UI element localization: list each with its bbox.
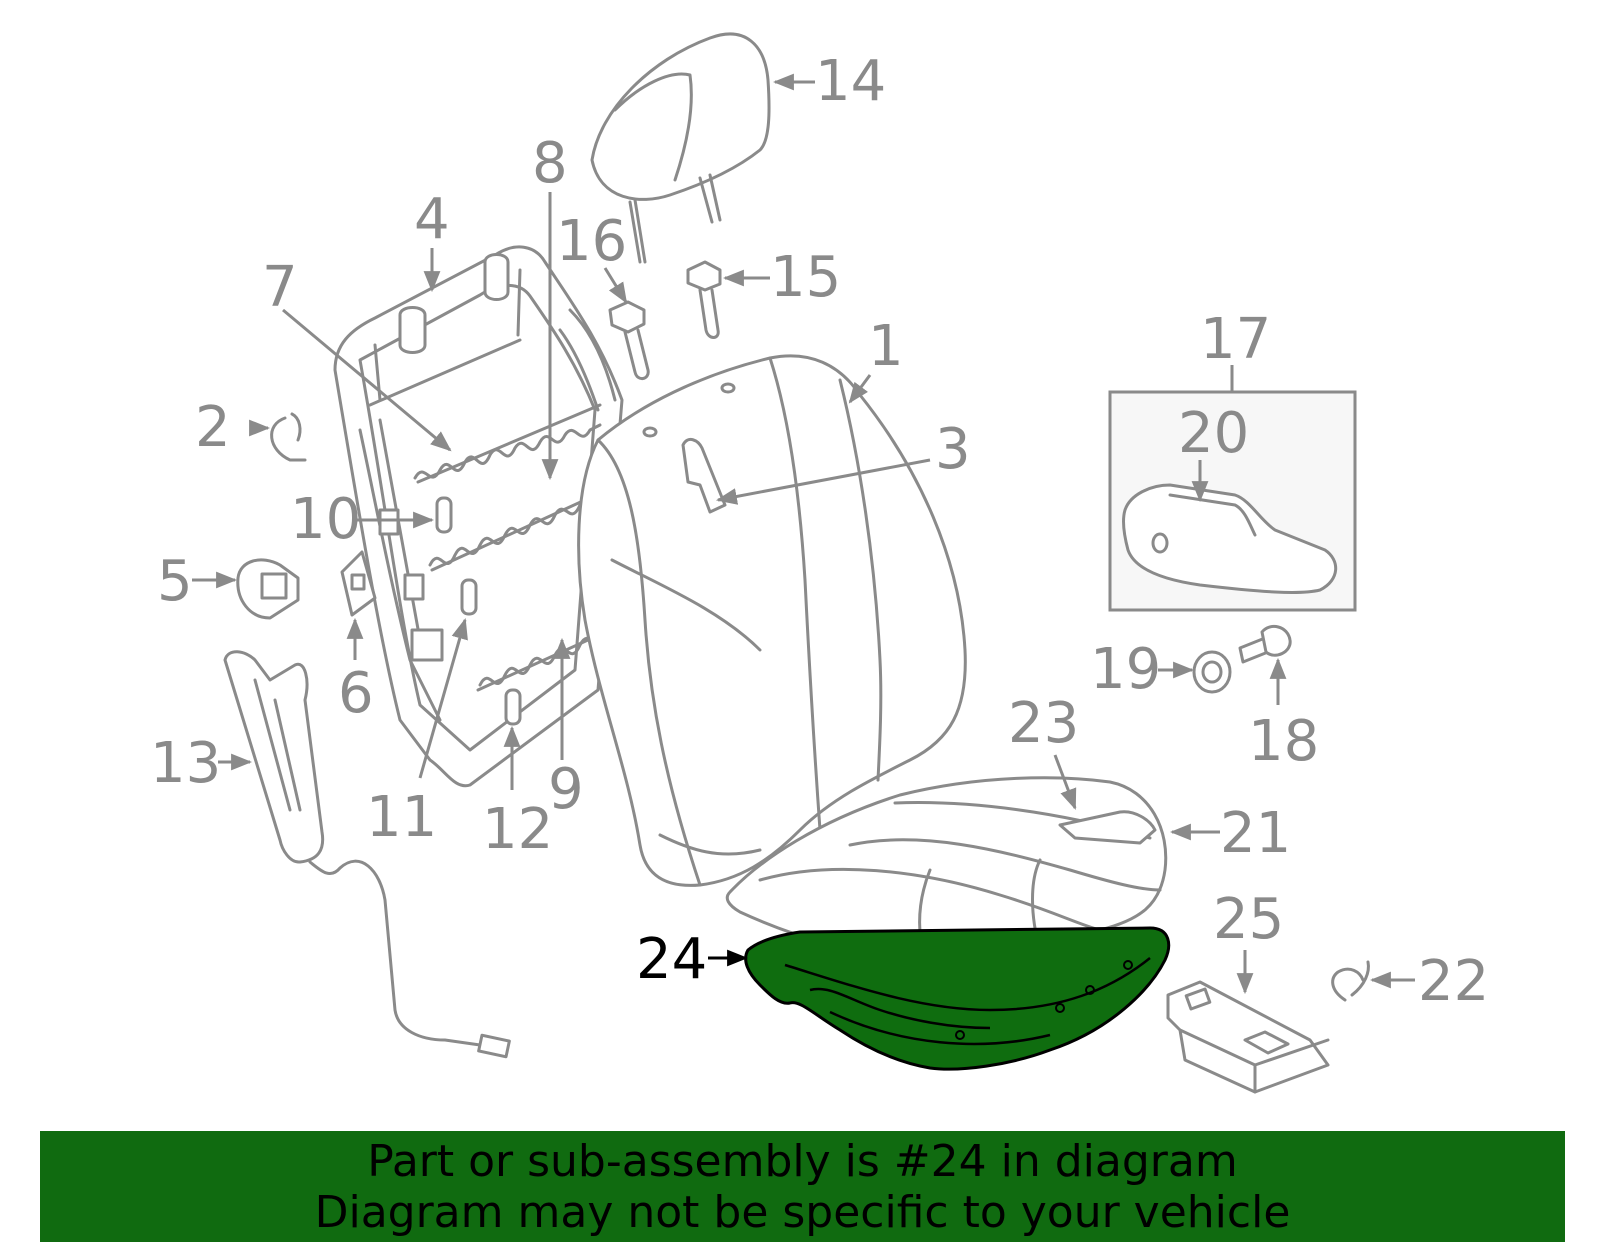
leader-11	[418, 617, 468, 779]
callout-2: 2	[195, 395, 231, 460]
clip-part[interactable]	[270, 412, 307, 462]
callout-9: 9	[548, 757, 584, 822]
cover-plate-part[interactable]	[340, 550, 377, 617]
bolt-part[interactable]	[1238, 624, 1292, 664]
middle-spring-part[interactable]	[428, 498, 587, 572]
washer-part[interactable]	[1192, 650, 1232, 694]
callout-13: 13	[150, 731, 221, 796]
grommet-10-part[interactable]	[435, 496, 453, 534]
banner-line-2: Diagram may not be specific to your vehi…	[314, 1186, 1291, 1238]
callout-23: 23	[1008, 691, 1079, 756]
seat-cushion-pad-part[interactable]	[744, 926, 1171, 1071]
callout-11: 11	[366, 785, 437, 850]
footer-banner: Part or sub-assembly is #24 in diagram D…	[40, 1131, 1565, 1242]
callout-21: 21	[1220, 801, 1291, 866]
seat-back-frame-part[interactable]	[333, 245, 624, 788]
callout-8: 8	[532, 131, 568, 196]
callout-15: 15	[770, 245, 841, 310]
callout-6: 6	[338, 661, 374, 726]
callout-18: 18	[1248, 709, 1319, 774]
control-module-part[interactable]	[1166, 980, 1330, 1094]
leader-1	[848, 374, 872, 404]
callout-22: 22	[1418, 949, 1489, 1014]
callout-1: 1	[868, 314, 904, 379]
seat-cushion-cover-part[interactable]	[725, 776, 1168, 962]
headrest-guide-15-part[interactable]	[686, 260, 722, 339]
callout-10: 10	[290, 487, 361, 552]
armrest-assembly-box[interactable]	[1108, 390, 1357, 612]
callout-16: 16	[556, 209, 627, 274]
callout-5: 5	[157, 549, 193, 614]
seat-back-cover-part[interactable]	[577, 354, 967, 887]
leader-23	[1053, 754, 1077, 810]
leader-3	[715, 458, 931, 505]
headrest-guide-16-part[interactable]	[608, 300, 650, 380]
callout-20: 20	[1178, 401, 1249, 466]
grommet-12-part[interactable]	[504, 688, 522, 726]
side-airbag-part[interactable]	[223, 650, 511, 1059]
hook-part[interactable]	[1331, 960, 1370, 1002]
callout-7: 7	[262, 255, 298, 320]
banner-line-1: Part or sub-assembly is #24 in diagram	[367, 1135, 1238, 1187]
knob-part[interactable]	[236, 558, 300, 620]
callout-17: 17	[1200, 307, 1271, 372]
grommet-11-part[interactable]	[460, 578, 478, 616]
upper-spring-part[interactable]	[413, 403, 602, 484]
callout-4: 4	[414, 187, 450, 252]
callout-3: 3	[935, 417, 971, 482]
callout-12: 12	[482, 797, 553, 862]
callout-19: 19	[1090, 637, 1161, 702]
leader-7	[282, 308, 452, 452]
callout-24: 24	[636, 927, 707, 992]
leader-16	[603, 267, 628, 304]
callout-14: 14	[815, 49, 886, 114]
headrest-part[interactable]	[590, 32, 771, 264]
callout-25: 25	[1213, 887, 1284, 952]
